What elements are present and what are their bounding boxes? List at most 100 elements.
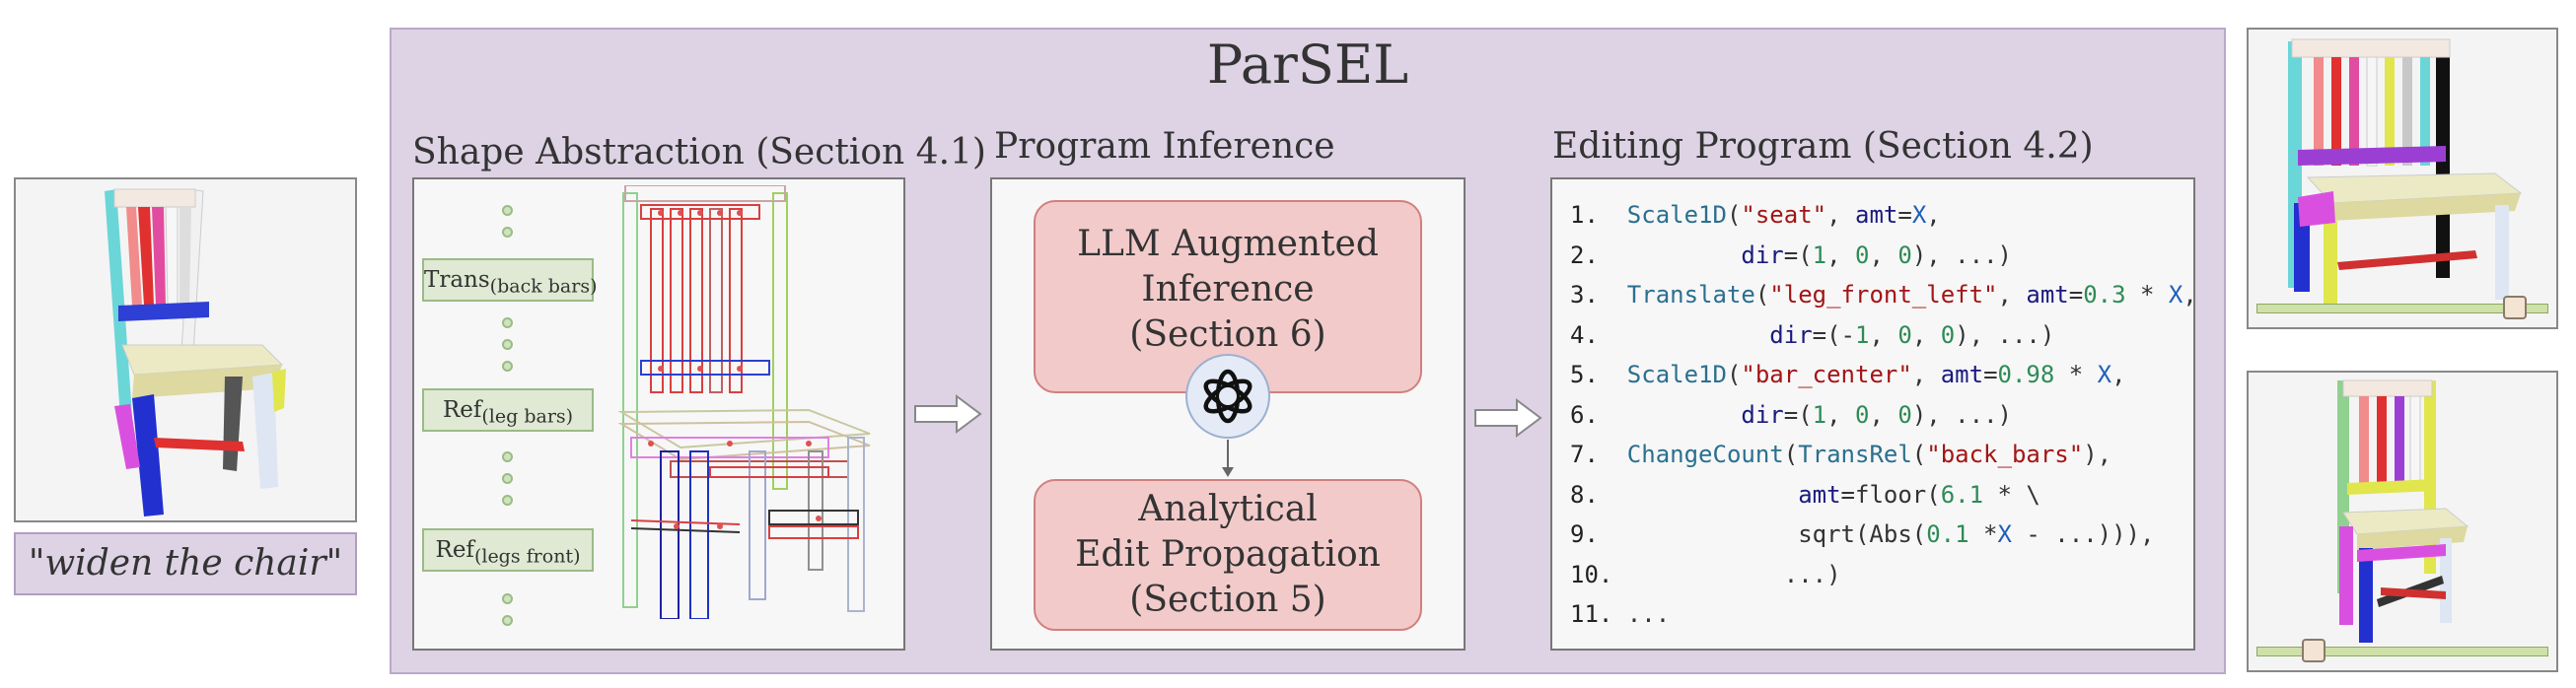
- size-slider-track[interactable]: [2256, 304, 2548, 313]
- code-token: ChangeCount: [1626, 441, 1784, 468]
- editing-program-panel: [1550, 177, 2195, 651]
- ellipsis-dot: [502, 339, 513, 350]
- size-slider-track[interactable]: [2256, 647, 2548, 656]
- llm-inference-box: LLM Augmented Inference (Section 6): [1034, 200, 1422, 393]
- ellipsis-dot: [502, 473, 513, 484]
- input-chair-illustration: [105, 188, 286, 516]
- ellipsis-dot: [502, 205, 513, 216]
- label-sub: (back bars): [489, 275, 598, 298]
- code-token: ,: [1997, 281, 2027, 309]
- code-token: 0.3: [2083, 281, 2126, 309]
- code-token: * \: [1983, 480, 2040, 509]
- code-token: (: [1911, 441, 1927, 468]
- code-token: ,: [1869, 400, 1898, 429]
- code-line: 9. sqrt(Abs(0.1 *X - ...))),: [1570, 515, 2197, 555]
- code-token: 0.98: [1997, 361, 2055, 388]
- code-token: amt: [1940, 361, 1984, 388]
- line-number: 7.: [1570, 441, 1627, 468]
- arrow-right-icon: [1474, 398, 1542, 438]
- code-token: X: [2168, 281, 2183, 309]
- code-token: ),: [2083, 441, 2112, 468]
- code-token: ,: [1826, 201, 1856, 229]
- code-token: (: [1726, 361, 1742, 388]
- output-chair-image-top: [2247, 28, 2558, 329]
- line-number: 9.: [1570, 520, 1627, 548]
- code-token: "leg_front_left": [1769, 281, 1998, 309]
- code-token: (: [1783, 441, 1799, 468]
- code-token: 0: [1897, 320, 1912, 349]
- box-line: Analytical: [1138, 489, 1318, 529]
- code-token: =(-: [1812, 320, 1856, 349]
- box-line: Inference: [1141, 269, 1315, 310]
- abstraction-label-legs-front: Ref(legs front): [422, 528, 594, 572]
- wireframe-chair-illustration: [617, 185, 871, 619]
- code-token: =(: [1783, 400, 1813, 429]
- code-token: ,: [2111, 361, 2126, 388]
- code-token: ,: [1911, 361, 1941, 388]
- code-token: Translate: [1626, 281, 1755, 309]
- code-token: ...): [1626, 560, 1841, 588]
- code-token: dir: [1741, 241, 1784, 269]
- code-token: =: [1897, 201, 1912, 229]
- code-line: 6. dir=(1, 0, 0), ...): [1570, 395, 2197, 436]
- section-label-abstraction: Shape Abstraction (Section 4.1): [412, 132, 986, 172]
- slider-handle-icon[interactable]: [2503, 296, 2528, 319]
- label-sub: (leg bars): [481, 405, 574, 428]
- code-token: [1627, 321, 1770, 349]
- abstraction-label-back-bars: Trans(back bars): [422, 258, 598, 302]
- code-token: 0: [1940, 320, 1956, 349]
- code-token: X: [2097, 361, 2112, 388]
- code-token: (: [1754, 281, 1770, 309]
- code-token: X: [1997, 520, 2012, 548]
- line-number: 2.: [1570, 241, 1627, 269]
- line-number: 6.: [1570, 400, 1627, 429]
- line-number: 1.: [1570, 201, 1627, 229]
- code-line: 1. Scale1D("seat", amt=X,: [1570, 195, 2197, 236]
- code-token: 6.1: [1940, 480, 1984, 509]
- code-token: 0: [1855, 400, 1870, 429]
- page-title: ParSEL: [1206, 34, 1409, 96]
- code-token: sqrt(Abs(: [1626, 520, 1927, 548]
- code-token: - ...))),: [2011, 520, 2155, 548]
- code-token: ,: [1926, 201, 1941, 229]
- line-number: 8.: [1570, 480, 1627, 509]
- code-token: 1: [1812, 400, 1827, 429]
- label-base: Ref: [442, 397, 482, 423]
- code-token: ,: [1826, 400, 1856, 429]
- line-number: 5.: [1570, 361, 1627, 388]
- code-token: amt: [1798, 480, 1841, 509]
- box-line: (Section 5): [1129, 580, 1326, 620]
- code-token: "seat": [1741, 201, 1827, 229]
- output-chair-illustration-bottom: [2337, 379, 2469, 643]
- code-token: *: [1968, 520, 1998, 548]
- code-token: (: [1726, 201, 1742, 229]
- code-token: ), ...): [1911, 400, 2012, 429]
- edit-caption: "widen the chair": [14, 532, 357, 595]
- line-number: 4.: [1570, 320, 1627, 349]
- label-base: Ref: [435, 537, 474, 563]
- openai-logo-icon: [1185, 354, 1270, 439]
- line-number: 10.: [1570, 560, 1627, 588]
- input-chair-image: [14, 177, 357, 522]
- label-base: Trans: [424, 267, 490, 293]
- ellipsis-dot: [502, 361, 513, 372]
- section-label-editing: Editing Program (Section 4.2): [1552, 126, 2094, 167]
- box-line: (Section 6): [1129, 314, 1326, 355]
- code-line: 10. ...): [1570, 555, 2197, 595]
- slider-handle-icon[interactable]: [2302, 639, 2326, 662]
- code-token: Scale1D: [1626, 201, 1727, 229]
- code-line: 8. amt=floor(6.1 * \: [1570, 475, 2197, 516]
- code-token: 1: [1855, 320, 1870, 349]
- ellipsis-dot: [502, 451, 513, 462]
- code-token: ,: [2182, 281, 2197, 309]
- box-line: LLM Augmented: [1077, 224, 1379, 264]
- code-token: =: [2068, 281, 2084, 309]
- code-line: 4. dir=(-1, 0, 0), ...): [1570, 315, 2197, 356]
- editing-program-code: 1. Scale1D("seat", amt=X,2. dir=(1, 0, 0…: [1570, 195, 2197, 635]
- code-token: dir: [1769, 320, 1813, 349]
- code-token: =floor(: [1840, 480, 1941, 509]
- line-number: 11.: [1570, 600, 1627, 628]
- box-line: Edit Propagation: [1075, 534, 1381, 575]
- label-sub: (legs front): [473, 545, 581, 568]
- code-token: ), ...): [1955, 320, 2055, 349]
